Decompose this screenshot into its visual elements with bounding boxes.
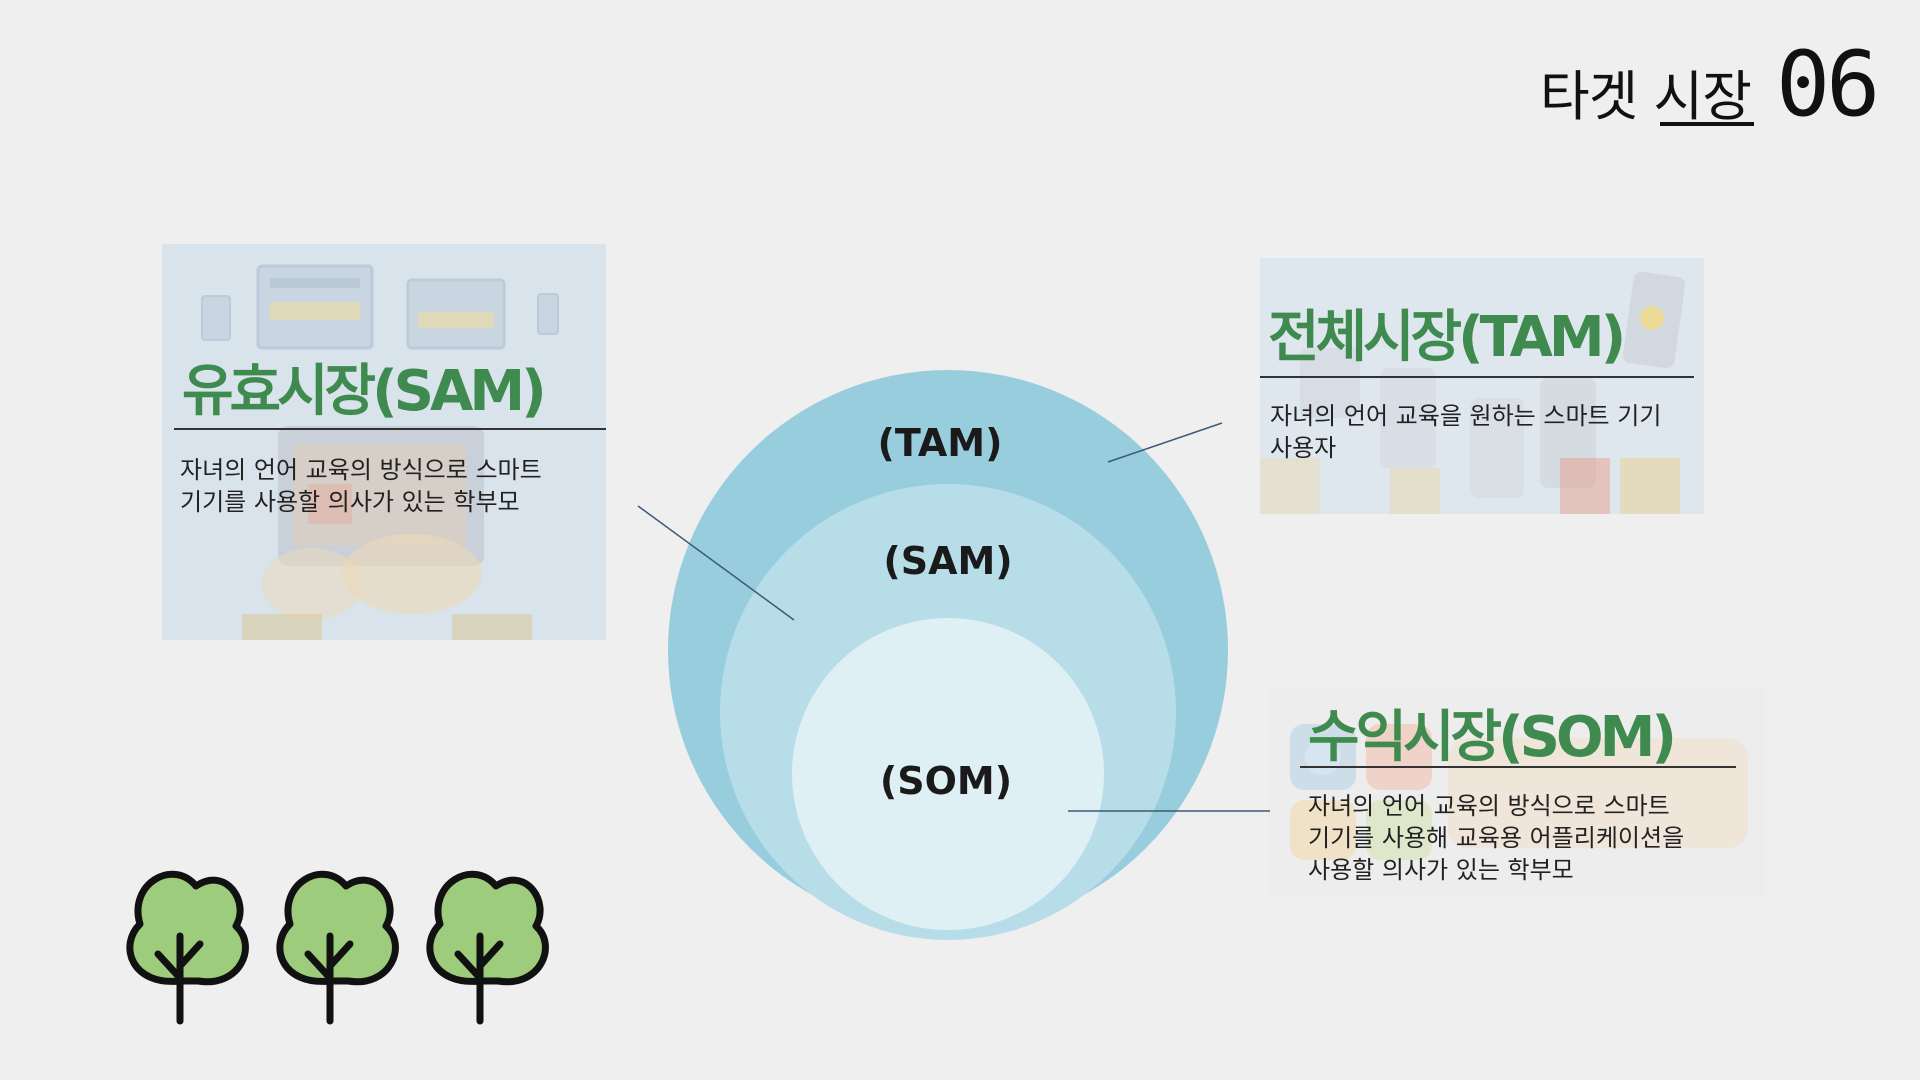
sam-description: 자녀의 언어 교육의 방식으로 스마트 기기를 사용할 의사가 있는 학부모 [180, 456, 542, 516]
tree-decoration [126, 871, 549, 1025]
som-heading: 수익시장(SOM) [1308, 705, 1677, 770]
sam-heading: 유효시장(SAM) [182, 359, 547, 424]
som-card: 수익시장(SOM) 자녀의 언어 교육의 방식으로 스마트 기기를 사용해 교육… [1268, 688, 1766, 896]
som-circle [792, 618, 1104, 930]
hands-with-phones-illustration [1260, 271, 1686, 514]
som-circle-label: (SOM) [880, 759, 1012, 803]
sam-divider [174, 428, 606, 430]
tam-circle [668, 370, 1228, 930]
section-number: 06 [1776, 32, 1880, 137]
tam-card: 전체시장(TAM) 자녀의 언어 교육을 원하는 스마트 기기 사용자 [1260, 258, 1704, 514]
tam-circle-label: (TAM) [878, 421, 1003, 465]
tree-icon [126, 871, 249, 1025]
tam-connector-line [1107, 422, 1223, 463]
sam-circle [720, 484, 1176, 940]
tree-icon [426, 871, 549, 1025]
title-underline [1660, 122, 1754, 126]
tam-description: 자녀의 언어 교육을 원하는 스마트 기기 사용자 [1270, 402, 1662, 462]
som-divider [1300, 766, 1736, 768]
page-title: 타겟 시장 [1540, 65, 1752, 128]
tam-heading: 전체시장(TAM) [1268, 305, 1626, 370]
sam-circle-label: (SAM) [883, 539, 1012, 583]
tree-icon [276, 871, 399, 1025]
sam-card: 유효시장(SAM) 자녀의 언어 교육의 방식으로 스마트 기기를 사용할 의사… [162, 244, 606, 640]
tam-divider [1260, 376, 1694, 378]
som-description: 자녀의 언어 교육의 방식으로 스마트 기기를 사용해 교육용 어플리케이션을 … [1308, 792, 1685, 884]
devices-illustration [201, 264, 559, 640]
sam-connector-line [637, 505, 795, 621]
